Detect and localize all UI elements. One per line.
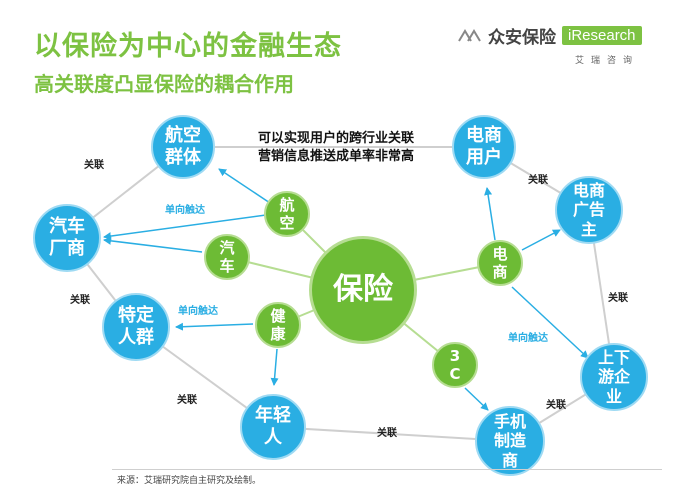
footer-divider bbox=[112, 469, 662, 470]
arrow-ecommerce-to-supply-chain bbox=[511, 286, 589, 359]
arrow-car-to-car-maker bbox=[103, 236, 203, 253]
arrow-3c-to-phone-maker bbox=[464, 387, 489, 411]
note-line-1: 可以实现用户的跨行业关联 bbox=[258, 131, 415, 146]
arrow-ecommerce-to-users bbox=[484, 187, 496, 241]
link-youth-phone-maker bbox=[272, 426, 511, 442]
logo-brand: iResearch bbox=[562, 25, 642, 45]
arrow-ecommerce-to-advertisers bbox=[521, 229, 561, 251]
arrow-health-to-youth bbox=[270, 348, 279, 386]
node-hub-health: 健 康 bbox=[255, 302, 301, 348]
node-hub-ecommerce: 电 商 bbox=[477, 240, 523, 286]
label-link-7: 关联 bbox=[528, 175, 548, 186]
node-ecommerce-advertisers: 电商 广告 主 bbox=[555, 176, 623, 244]
label-link-6: 关联 bbox=[608, 293, 628, 304]
page-title: 以保险为中心的金融生态 bbox=[34, 31, 342, 62]
node-youth: 年轻 人 bbox=[240, 394, 306, 460]
node-aviation-group: 航空 群体 bbox=[151, 115, 215, 179]
node-ecommerce-users: 电商 用户 bbox=[452, 115, 516, 179]
arrow-aviation-to-car-maker bbox=[103, 214, 267, 241]
arrow-aviation-to-group bbox=[218, 168, 271, 204]
node-supply-chain: 上下 游企 业 bbox=[580, 343, 648, 411]
logo-subtext: 艾瑞咨询 bbox=[575, 56, 640, 66]
node-hub-car: 汽 车 bbox=[204, 234, 250, 280]
logo: 众安保险 iResearch bbox=[458, 22, 642, 48]
label-link-5: 关联 bbox=[546, 400, 566, 411]
footer-source: 来源：艾瑞研究院自主研究及绘制。 bbox=[117, 476, 262, 486]
node-phone-maker: 手机 制造 商 bbox=[475, 406, 545, 476]
node-hub-3c: 3 C bbox=[432, 342, 478, 388]
label-touch-2: 单向触达 bbox=[178, 306, 218, 317]
page-subtitle: 高关联度凸显保险的耦合作用 bbox=[34, 72, 294, 96]
logo-mark-icon bbox=[458, 29, 481, 42]
arrow-health-to-specific-group bbox=[175, 322, 254, 331]
label-link-1: 关联 bbox=[84, 160, 104, 171]
label-link-2: 关联 bbox=[70, 295, 90, 306]
node-center-insurance: 保险 bbox=[309, 236, 417, 344]
label-link-3: 关联 bbox=[177, 395, 197, 406]
label-touch-3: 单向触达 bbox=[508, 333, 548, 344]
logo-name: 众安保险 bbox=[488, 27, 556, 48]
node-hub-aviation: 航 空 bbox=[264, 191, 310, 237]
label-touch-1: 单向触达 bbox=[165, 205, 205, 216]
note-line-2: 营销信息推送成单率非常高 bbox=[258, 149, 415, 164]
label-link-4: 关联 bbox=[377, 428, 397, 439]
diagram-note: 可以实现用户的跨行业关联 营销信息推送成单率非常高 bbox=[258, 130, 414, 166]
node-car-maker: 汽车 厂商 bbox=[33, 204, 101, 272]
node-specific-group: 特定 人群 bbox=[102, 293, 170, 361]
